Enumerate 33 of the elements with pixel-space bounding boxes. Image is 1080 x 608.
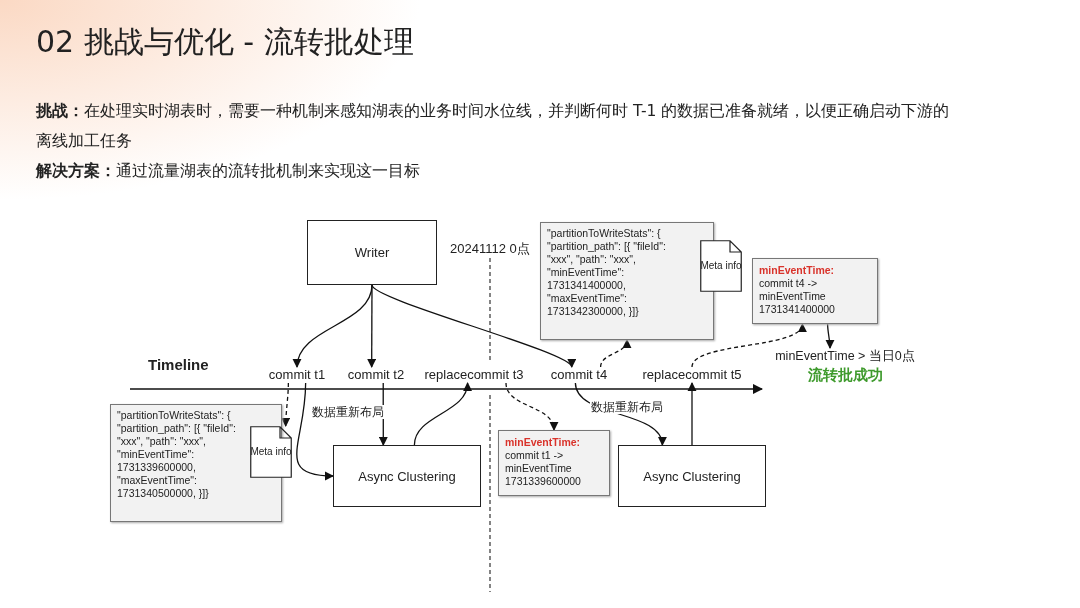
arrow xyxy=(371,284,573,368)
arrow xyxy=(367,284,377,368)
arrow xyxy=(296,382,334,481)
condition-text: minEventTime > 当日0点 xyxy=(774,348,916,365)
dashed-arrow xyxy=(505,382,558,431)
commit-label: replacecommit t3 xyxy=(410,367,538,383)
process-box: Async Clustering xyxy=(333,445,481,507)
commit-label: replacecommit t5 xyxy=(628,367,756,383)
note-box xyxy=(498,430,610,496)
note-box xyxy=(752,258,878,324)
arrow xyxy=(825,323,835,349)
dashed-arrow xyxy=(281,382,291,427)
dashed-arrow xyxy=(691,323,804,368)
date-marker-label: 20241112 0点 xyxy=(450,240,530,258)
arrow xyxy=(413,382,471,446)
timeline-label: Timeline xyxy=(148,356,209,373)
commit-label: commit t2 xyxy=(340,367,412,383)
commit-label: commit t1 xyxy=(261,367,333,383)
process-box: Async Clustering xyxy=(618,445,766,507)
note-heading: minEventTime: xyxy=(505,436,582,449)
edge-label: 数据重新布局 xyxy=(590,400,664,414)
edge-label: 数据重新布局 xyxy=(311,405,385,419)
note-text: commit t4 -> minEventTime 1731341400000 xyxy=(759,277,836,316)
note-heading: minEventTime: xyxy=(759,264,836,277)
note-text: commit t1 -> minEventTime 1731339600000 xyxy=(505,449,582,488)
process-box: Writer xyxy=(307,220,437,285)
slide-title: 02 挑战与优化 - 流转批处理 xyxy=(36,23,414,61)
arrow xyxy=(687,382,697,446)
commit-label: commit t4 xyxy=(543,367,615,383)
challenge-text: 挑战：在处理实时湖表时，需要一种机制来感知湖表的业务时间水位线，并判断何时 T-1 的数据已准备就绪，以便正确启动下游的离线加工任务 xyxy=(36,101,951,152)
success-text: 流转批成功 xyxy=(806,365,884,385)
solution-text: 解决方案：通过流量湖表的流转批机制来实现这一目标 xyxy=(36,161,421,182)
dashed-arrow xyxy=(599,339,631,368)
